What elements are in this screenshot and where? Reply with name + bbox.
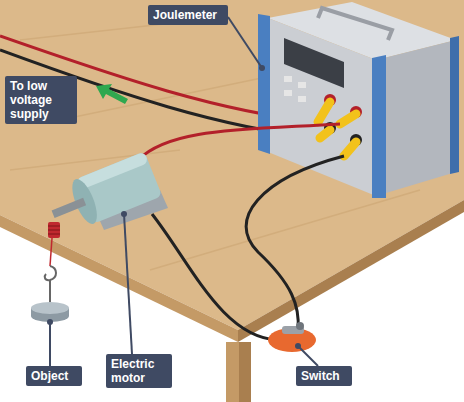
meter-side [376, 40, 456, 196]
table-edge [0, 215, 238, 342]
meter-button [298, 82, 306, 88]
meter-button [284, 90, 292, 96]
meter-frame [372, 55, 386, 198]
plug [320, 130, 330, 138]
leader-dot [121, 211, 127, 217]
table-top [0, 0, 464, 330]
string [50, 238, 52, 266]
motor-shaft [52, 198, 87, 218]
switch-knob [296, 322, 304, 330]
callout-text: Switch [301, 369, 347, 383]
callout-box: Electric motor [106, 354, 172, 388]
meter-handle [318, 8, 392, 40]
callout-text: To low voltage supply [10, 79, 72, 121]
meter-frame [450, 36, 459, 174]
red-wire [138, 124, 340, 160]
callout-text: Joulemeter [153, 8, 223, 22]
callout-box: Joulemeter [148, 5, 228, 25]
motor-highlight [76, 152, 149, 191]
hook [45, 266, 56, 306]
leader-line [298, 346, 318, 366]
callout-box: Object [26, 366, 82, 386]
leader-line [228, 17, 262, 68]
meter-display [284, 38, 344, 88]
meter-frame [258, 14, 270, 154]
leader-dot [47, 319, 53, 325]
table-leg [239, 342, 251, 402]
leader-dot [259, 65, 265, 71]
mass-top [31, 302, 69, 314]
table-leg [226, 342, 239, 402]
callout-box: To low voltage supply [5, 76, 77, 124]
coil [48, 222, 60, 238]
meter-button [284, 76, 292, 82]
leader-line [49, 322, 51, 366]
meter-front [268, 18, 376, 196]
leader-line [124, 214, 132, 354]
black-wire [152, 214, 278, 340]
plug [340, 114, 356, 124]
table-edge [238, 200, 464, 342]
plug [318, 102, 330, 122]
callout-text: Electric motor [111, 357, 167, 385]
callout-box: Switch [296, 366, 352, 386]
callout-text: Object [31, 369, 77, 383]
leader-dot [295, 343, 301, 349]
direction-arrow [96, 84, 128, 104]
plug [344, 142, 356, 156]
coil [48, 226, 60, 234]
meter-button [298, 96, 306, 102]
black-wire [246, 156, 344, 330]
